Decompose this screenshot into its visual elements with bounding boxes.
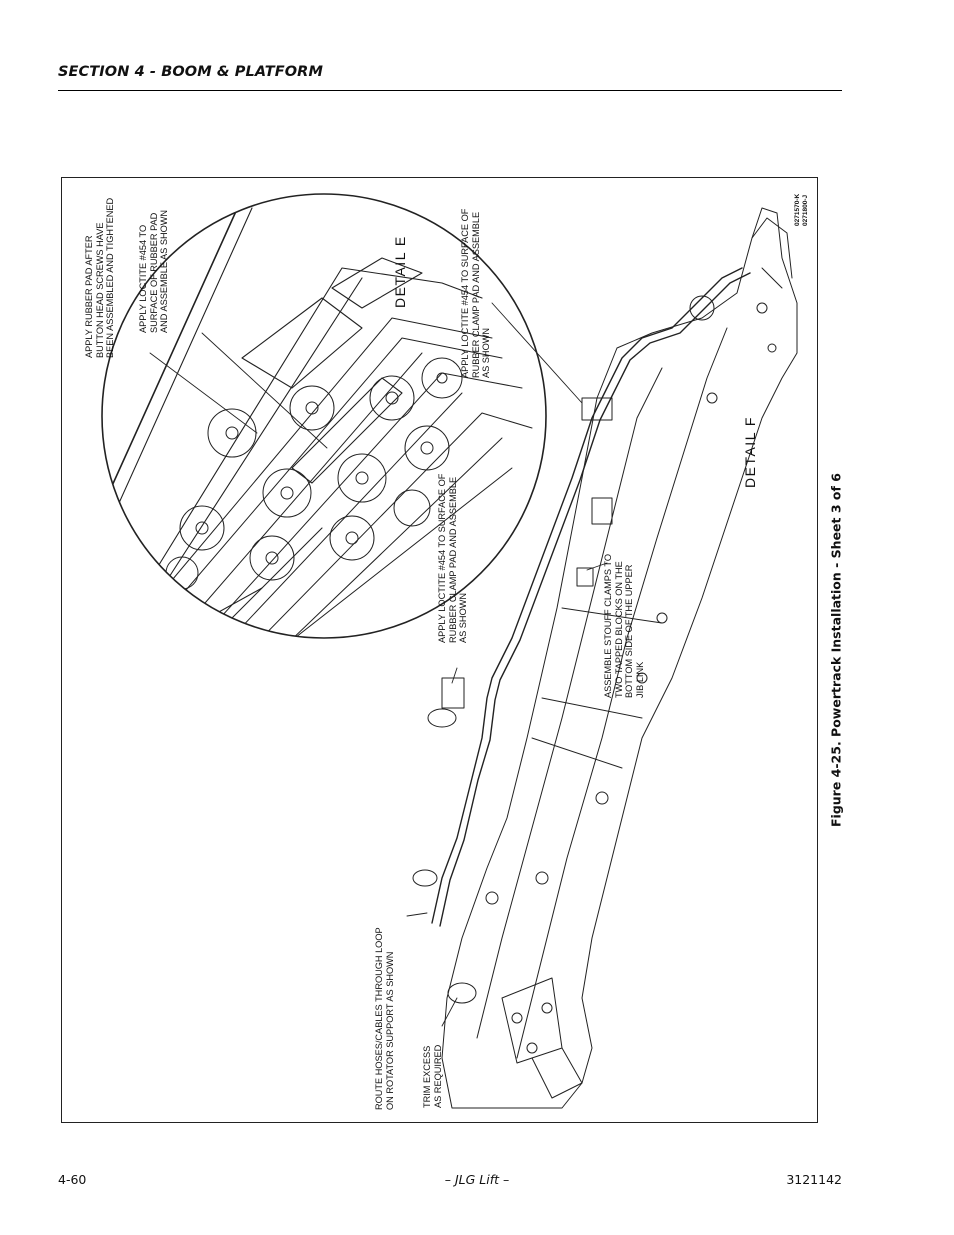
drawing-numbers: 0271570-K 0271800-J	[794, 193, 809, 226]
detail-e-outline	[101, 193, 547, 639]
page-number: 4-60	[58, 1172, 87, 1187]
header-rule	[58, 90, 842, 91]
document-number: 3121142	[786, 1172, 842, 1187]
figure-frame: APPLY RUBBER PAD AFTER BUTTON HEAD SCREW…	[61, 177, 818, 1123]
detail-e-label: DETAIL E	[392, 235, 408, 308]
detail-f-label: DETAIL F	[742, 416, 758, 488]
powertrack-drawing	[101, 193, 798, 1109]
footer-brand: – JLG Lift –	[444, 1172, 510, 1187]
note-route-hoses: ROUTE HOSES/CABLES THROUGH LOOP ON ROTAT…	[374, 927, 395, 1110]
figure-caption: Figure 4-25. Powertrack Installation - S…	[828, 473, 844, 827]
section-title: SECTION 4 - BOOM & PLATFORM	[58, 64, 323, 80]
note-loctite-pad: APPLY LOCTITE #454 TO SURFACE OF RUBBER …	[138, 209, 170, 333]
note-rubber-pad: APPLY RUBBER PAD AFTER BUTTON HEAD SCREW…	[84, 197, 116, 358]
note-stouff-clamps: ASSEMBLE STOUFF CLAMPS TO TWO TAPPED BLO…	[603, 554, 645, 698]
note-trim-excess: TRIM EXCESS AS REQUIRED	[422, 1044, 443, 1108]
leader-lines	[149, 302, 608, 1027]
note-loctite-clamp-middle: APPLY LOCTITE #454 TO SURFACE OF RUBBER …	[437, 473, 469, 643]
note-loctite-clamp-upper: APPLY LOCTITE #454 TO SURFACE OF RUBBER …	[460, 208, 492, 378]
figure-caption-container: Figure 4-25. Powertrack Installation - S…	[823, 177, 849, 1123]
boom-assembly	[412, 207, 798, 1109]
